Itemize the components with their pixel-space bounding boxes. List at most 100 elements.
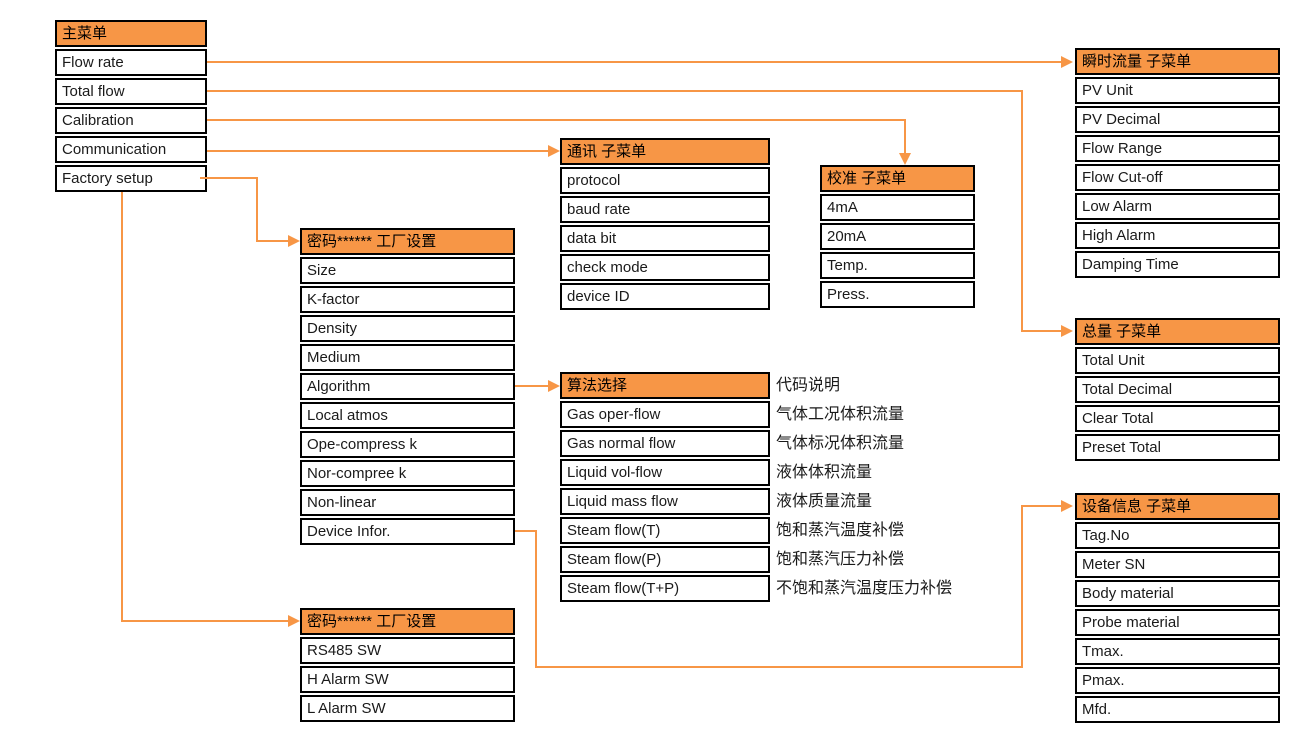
- instant-flow-submenu-item: Flow Range: [1075, 135, 1280, 162]
- connector-calibration-arrow-icon: [899, 153, 911, 165]
- algorithm-note: 不饱和蒸汽温度压力补偿: [776, 580, 953, 597]
- factory-setup-item: Non-linear: [300, 489, 515, 516]
- connector-factory-setup: [256, 177, 258, 241]
- algorithm-select-item: Steam flow(T): [560, 517, 770, 544]
- instant-flow-submenu-item: Low Alarm: [1075, 193, 1280, 220]
- algorithm-select-item: Liquid mass flow: [560, 488, 770, 515]
- algorithm-note: 饱和蒸汽温度补偿: [776, 522, 905, 539]
- algorithm-note: 气体标况体积流量: [776, 435, 905, 452]
- connector-calibration: [207, 119, 906, 121]
- instant-flow-submenu-item: PV Decimal: [1075, 106, 1280, 133]
- connector-device-info: [515, 530, 537, 532]
- connector-flow-rate: [207, 61, 1061, 63]
- algorithm-note: 液体质量流量: [776, 493, 873, 510]
- total-submenu-item: Clear Total: [1075, 405, 1280, 432]
- main-menu-item: Communication: [55, 136, 207, 163]
- main-menu-item: Calibration: [55, 107, 207, 134]
- factory-setup-item: Device Infor.: [300, 518, 515, 545]
- instant-flow-submenu-item: Damping Time: [1075, 251, 1280, 278]
- connector-device-info: [1021, 505, 1023, 668]
- connector-total-flow: [1021, 90, 1023, 331]
- total-submenu-header: 总量 子菜单: [1075, 318, 1280, 345]
- factory-setup-2-item: L Alarm SW: [300, 695, 515, 722]
- device-info-submenu-item: Body material: [1075, 580, 1280, 607]
- algorithm-note: 气体工况体积流量: [776, 406, 905, 423]
- comm-submenu-item: protocol: [560, 167, 770, 194]
- factory-setup-2-item: H Alarm SW: [300, 666, 515, 693]
- calib-submenu-item: 4mA: [820, 194, 975, 221]
- device-info-submenu-item: Mfd.: [1075, 696, 1280, 723]
- instant-flow-submenu-header: 瞬时流量 子菜单: [1075, 48, 1280, 75]
- instant-flow-submenu-item: High Alarm: [1075, 222, 1280, 249]
- comm-submenu-item: device ID: [560, 283, 770, 310]
- connector-factory-setup: [200, 177, 258, 179]
- algorithm-select-item: Liquid vol-flow: [560, 459, 770, 486]
- comm-submenu-item: baud rate: [560, 196, 770, 223]
- connector-factory-setup-2: [121, 192, 123, 622]
- total-submenu-item: Preset Total: [1075, 434, 1280, 461]
- connector-device-info: [535, 666, 1023, 668]
- connector-total-flow-arrow-icon: [1061, 325, 1073, 337]
- connector-algorithm-arrow-icon: [548, 380, 560, 392]
- calib-submenu-item: Press.: [820, 281, 975, 308]
- device-info-submenu-item: Meter SN: [1075, 551, 1280, 578]
- factory-setup-item: Ope-compress k: [300, 431, 515, 458]
- connector-algorithm: [515, 385, 550, 387]
- factory-setup-item: Nor-compree k: [300, 460, 515, 487]
- connector-flow-rate-arrow-icon: [1061, 56, 1073, 68]
- factory-setup-item: Algorithm: [300, 373, 515, 400]
- factory-setup-2-header: 密码****** 工厂设置: [300, 608, 515, 635]
- connector-factory-setup-2: [121, 620, 290, 622]
- algorithm-note: 液体体积流量: [776, 464, 873, 481]
- calib-submenu-item: Temp.: [820, 252, 975, 279]
- main-menu-header: 主菜单: [55, 20, 207, 47]
- factory-setup-2-item: RS485 SW: [300, 637, 515, 664]
- main-menu-item: Total flow: [55, 78, 207, 105]
- device-info-submenu-item: Tag.No: [1075, 522, 1280, 549]
- connector-device-info-arrow-icon: [1061, 500, 1073, 512]
- factory-setup-header: 密码****** 工厂设置: [300, 228, 515, 255]
- comm-submenu-header: 通讯 子菜单: [560, 138, 770, 165]
- algorithm-select-item: Gas oper-flow: [560, 401, 770, 428]
- calib-submenu-header: 校准 子菜单: [820, 165, 975, 192]
- algorithm-notes-title: 代码说明: [776, 377, 841, 394]
- factory-setup-item: Size: [300, 257, 515, 284]
- connector-communication: [207, 150, 548, 152]
- calib-submenu-item: 20mA: [820, 223, 975, 250]
- algorithm-code-notes: 代码说明气体工况体积流量气体标况体积流量液体体积流量液体质量流量饱和蒸汽温度补偿…: [776, 372, 952, 602]
- connector-total-flow: [207, 90, 1023, 92]
- device-info-submenu-item: Tmax.: [1075, 638, 1280, 665]
- algorithm-select-header: 算法选择: [560, 372, 770, 399]
- connector-device-info: [535, 530, 537, 668]
- main-menu-item: Flow rate: [55, 49, 207, 76]
- total-submenu-item: Total Unit: [1075, 347, 1280, 374]
- instant-flow-submenu-item: Flow Cut-off: [1075, 164, 1280, 191]
- instant-flow-submenu-item: PV Unit: [1075, 77, 1280, 104]
- algorithm-select-item: Steam flow(T+P): [560, 575, 770, 602]
- factory-setup-item: K-factor: [300, 286, 515, 313]
- connector-factory-setup-2-arrow-icon: [288, 615, 300, 627]
- connector-factory-setup: [256, 240, 290, 242]
- factory-setup-item: Medium: [300, 344, 515, 371]
- factory-setup-item: Local atmos: [300, 402, 515, 429]
- factory-setup-item: Density: [300, 315, 515, 342]
- connector-factory-setup-arrow-icon: [288, 235, 300, 247]
- device-info-submenu-header: 设备信息 子菜单: [1075, 493, 1280, 520]
- connector-calibration: [904, 119, 906, 155]
- comm-submenu-item: check mode: [560, 254, 770, 281]
- comm-submenu-item: data bit: [560, 225, 770, 252]
- device-info-submenu-item: Probe material: [1075, 609, 1280, 636]
- device-info-submenu-item: Pmax.: [1075, 667, 1280, 694]
- connector-communication-arrow-icon: [548, 145, 560, 157]
- algorithm-note: 饱和蒸汽压力补偿: [776, 551, 905, 568]
